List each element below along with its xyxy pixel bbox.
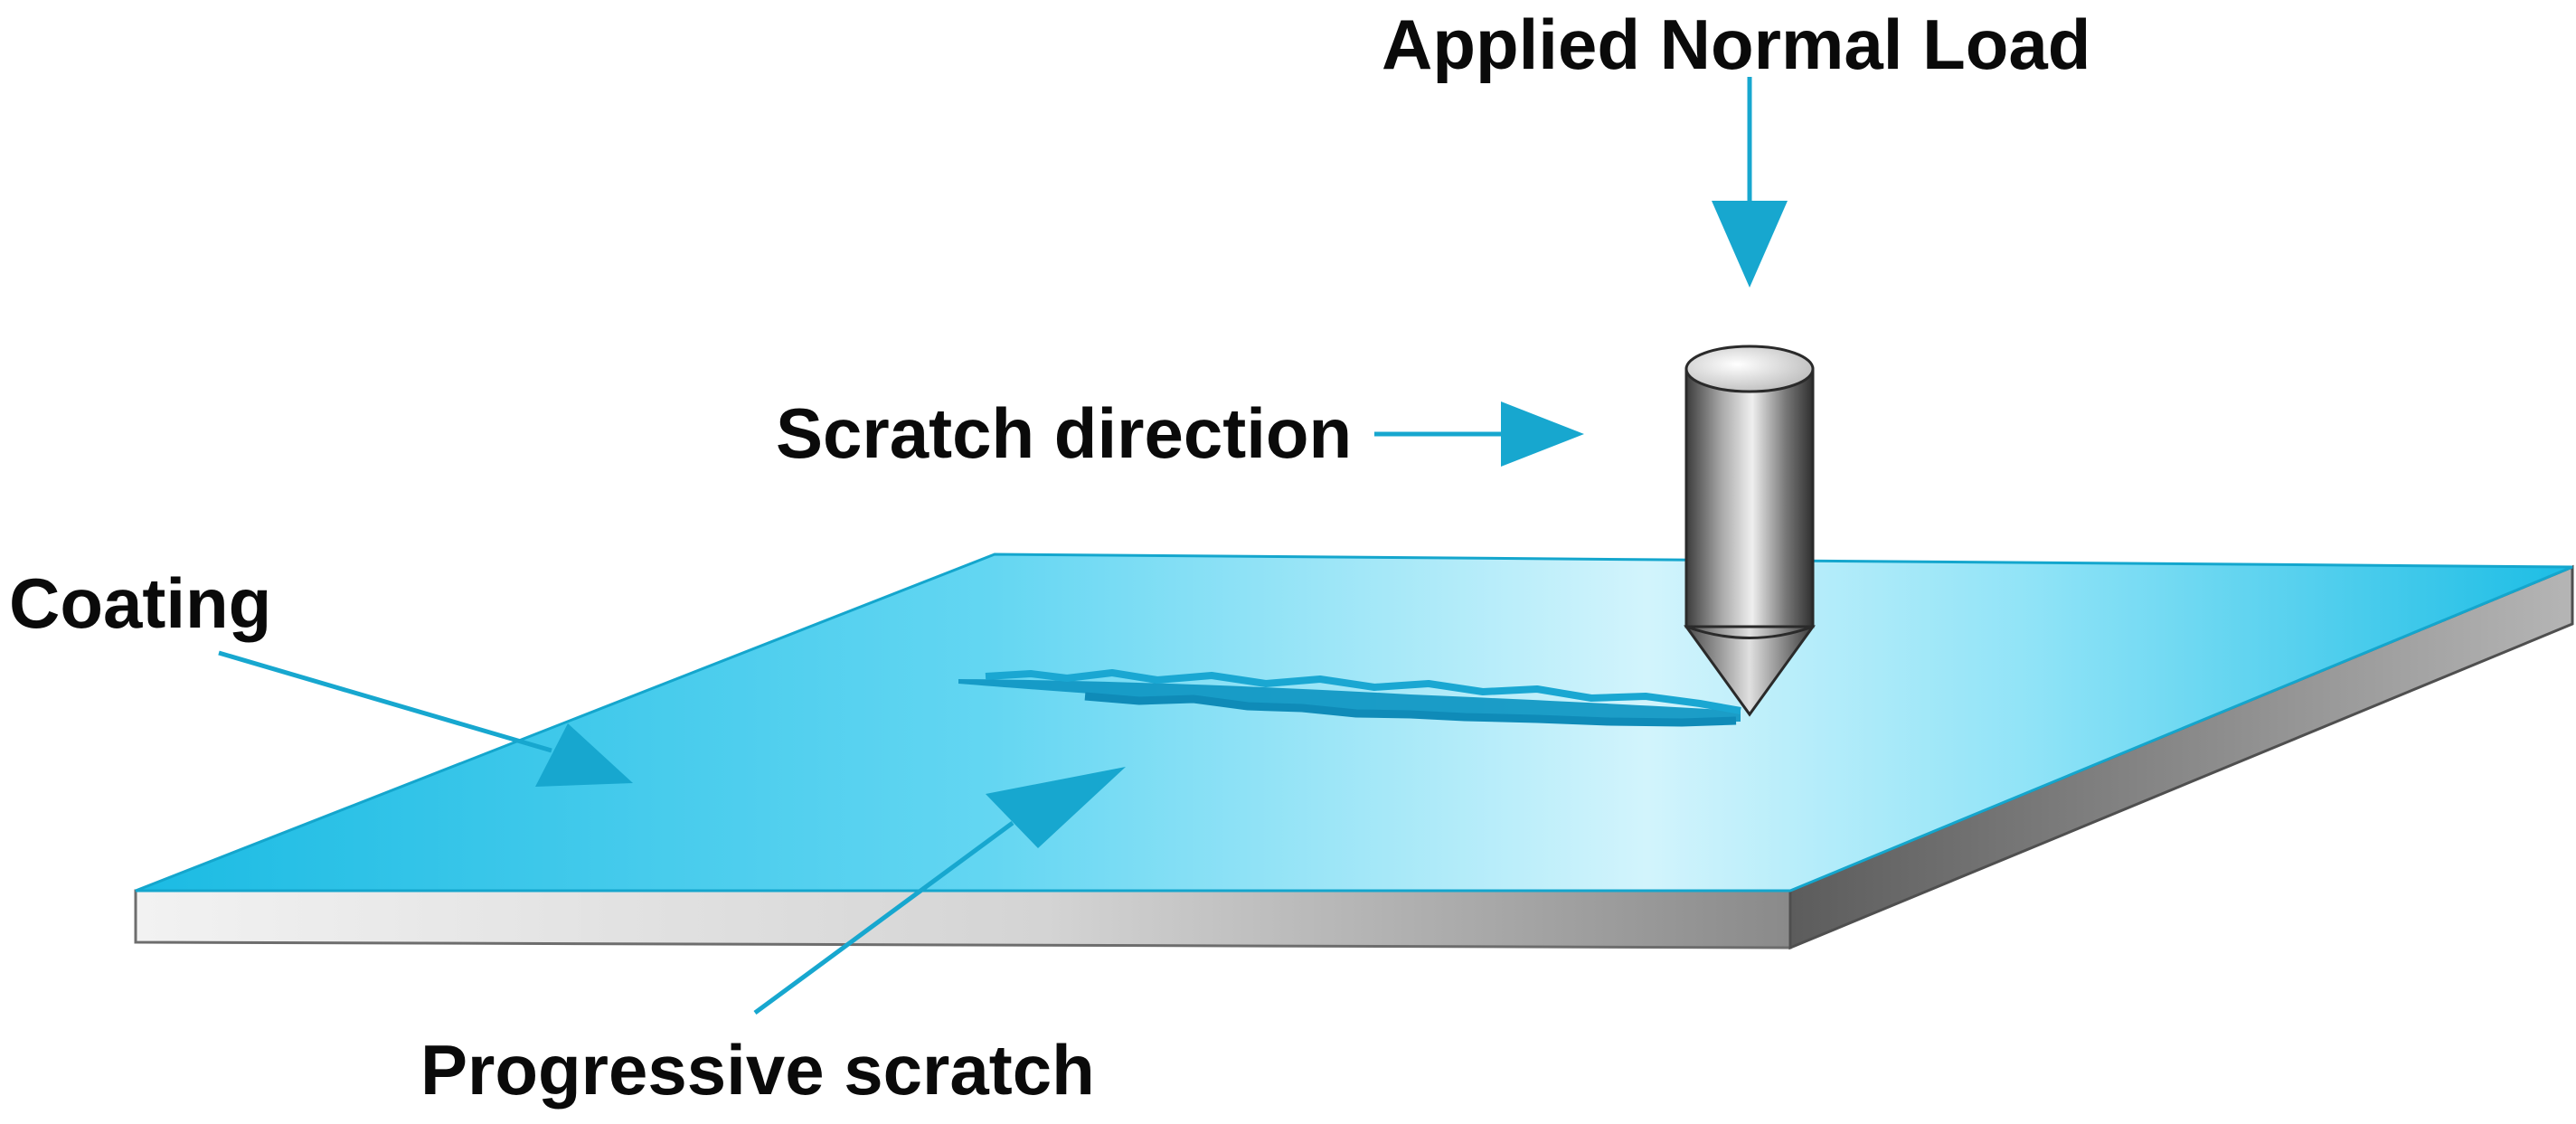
applied-normal-load-label: Applied Normal Load [1382, 5, 2090, 84]
scratch-direction-arrow-icon [1374, 401, 1584, 467]
scratch-track [958, 669, 1741, 727]
stylus-indenter-icon [1684, 345, 1816, 717]
coating-arrow-icon [218, 650, 633, 787]
progressive-scratch-arrow-icon [753, 767, 1126, 1015]
coated-plate [134, 553, 2574, 950]
progressive-scratch-label: Progressive scratch [420, 1030, 1095, 1110]
applied-load-arrow-icon [1712, 77, 1788, 288]
plate-front-edge [134, 889, 1792, 949]
coating-surface [135, 553, 2573, 893]
coating-label: Coating [9, 563, 271, 643]
scratch-direction-label: Scratch direction [776, 393, 1352, 473]
